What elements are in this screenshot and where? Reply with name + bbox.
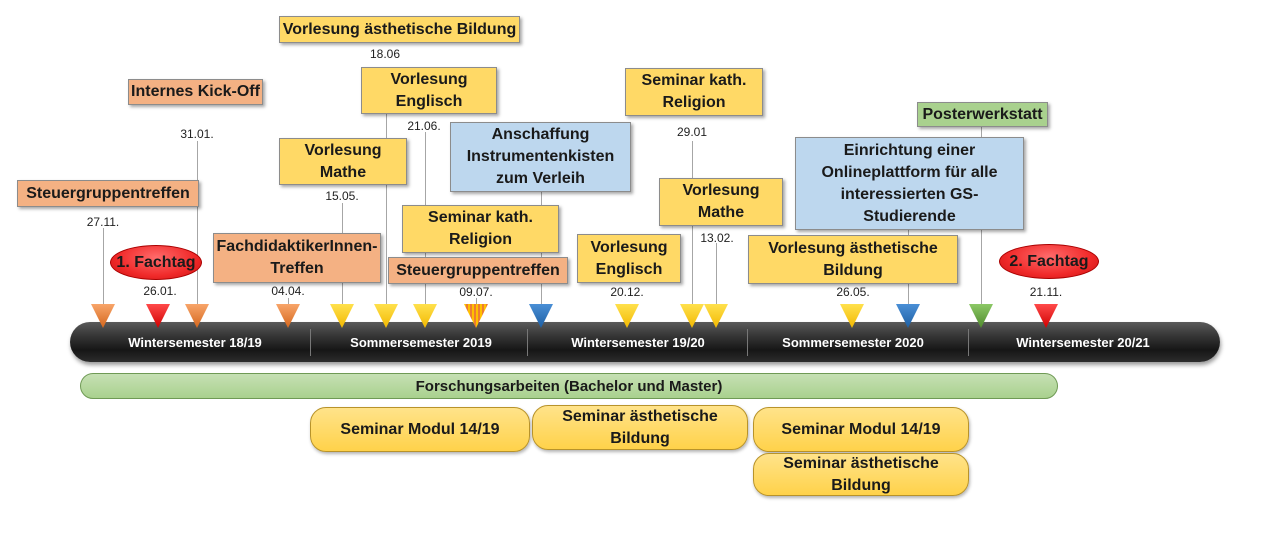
date-label: 13.02. [700, 231, 734, 245]
orange-triangle-icon [91, 304, 115, 328]
seminar-pill-aesthetische-bildung-2: Seminar ästhetische Bildung [753, 453, 969, 496]
yellow-triangle-icon [374, 304, 398, 328]
date-label: 09.07. [459, 285, 493, 299]
event-box-vorlesung-mathe-2: Vorlesung Mathe [659, 178, 783, 226]
event-box-onlineplattform: Einrichtung einer Onlineplattform für al… [795, 137, 1024, 230]
date-label: 26.01. [143, 284, 177, 298]
date-label: 27.11. [86, 215, 120, 229]
semester-divider [747, 329, 748, 356]
event-box-vorlesung-englisch-2: Vorlesung Englisch [577, 234, 681, 283]
semester-divider [310, 329, 311, 356]
event-box-vorlesung-aesthetische-bildung-1: Vorlesung ästhetische Bildung [279, 16, 520, 43]
event-box-posterwerkstatt: Posterwerkstatt [917, 102, 1048, 127]
date-label: 26.05. [836, 285, 870, 299]
blue-triangle-icon [529, 304, 553, 328]
event-box-vorlesung-mathe-1: Vorlesung Mathe [279, 138, 407, 185]
date-label: 31.01. [180, 127, 214, 141]
event-box-seminar-kath-religion-2: Seminar kath. Religion [625, 68, 763, 116]
research-bar: Forschungsarbeiten (Bachelor und Master) [80, 373, 1058, 399]
event-box-vorlesung-englisch-1: Vorlesung Englisch [361, 67, 497, 114]
orange-triangle-icon [185, 304, 209, 328]
semester-divider [968, 329, 969, 356]
event-box-internes-kick-off: Internes Kick-Off [128, 79, 263, 105]
yellow-triangle-icon [615, 304, 639, 328]
date-label: 20.12. [610, 285, 644, 299]
timeline-bar [70, 322, 1220, 362]
yellow-triangle-icon [330, 304, 354, 328]
date-label: 04.04. [271, 284, 305, 298]
striped-triangle-icon [464, 304, 488, 328]
orange-triangle-icon [276, 304, 300, 328]
event-box-fachdidaktikerinnen-treffen: FachdidaktikerInnen-Treffen [213, 233, 381, 283]
event-oval-fachtag-1: 1. Fachtag [110, 245, 202, 280]
connector-line [288, 298, 289, 304]
yellow-triangle-icon [680, 304, 704, 328]
event-box-instrumentenkisten: Anschaffung Instrumentenkisten zum Verle… [450, 122, 631, 192]
seminar-pill-modul-1: Seminar Modul 14/19 [310, 407, 530, 452]
event-box-steuergruppentreffen-2: Steuergruppentreffen [388, 257, 568, 284]
connector-line [476, 298, 477, 304]
date-label: 15.05. [325, 189, 359, 203]
yellow-triangle-icon [840, 304, 864, 328]
yellow-triangle-icon [413, 304, 437, 328]
semester-label-ss2020: Sommersemester 2020 [782, 335, 924, 350]
seminar-pill-aesthetische-bildung-1: Seminar ästhetische Bildung [532, 405, 748, 450]
red-triangle-icon [146, 304, 170, 328]
semester-label-ws2021: Wintersemester 20/21 [1016, 335, 1150, 350]
date-label: 21.06. [407, 119, 441, 133]
semester-divider [527, 329, 528, 356]
date-label: 29.01 [676, 125, 708, 139]
connector-line [103, 228, 104, 304]
green-triangle-icon [969, 304, 993, 328]
event-oval-fachtag-2: 2. Fachtag [999, 244, 1099, 279]
seminar-pill-modul-2: Seminar Modul 14/19 [753, 407, 969, 452]
date-label: 18.06 [369, 47, 401, 61]
event-box-seminar-kath-religion-1: Seminar kath. Religion [402, 205, 559, 253]
red-triangle-icon [1034, 304, 1058, 328]
semester-label-ws1920: Wintersemester 19/20 [571, 335, 705, 350]
connector-line [197, 141, 198, 304]
date-label: 21.11. [1029, 285, 1063, 299]
blue-triangle-icon [896, 304, 920, 328]
connector-line [386, 113, 387, 304]
connector-line [716, 243, 717, 304]
event-box-steuergruppentreffen-1: Steuergruppentreffen [17, 180, 199, 207]
yellow-triangle-icon [704, 304, 728, 328]
semester-label-ss2019: Sommersemester 2019 [350, 335, 492, 350]
semester-label-ws1819: Wintersemester 18/19 [128, 335, 262, 350]
event-box-vorlesung-aesthetische-bildung-2: Vorlesung ästhetische Bildung [748, 235, 958, 284]
